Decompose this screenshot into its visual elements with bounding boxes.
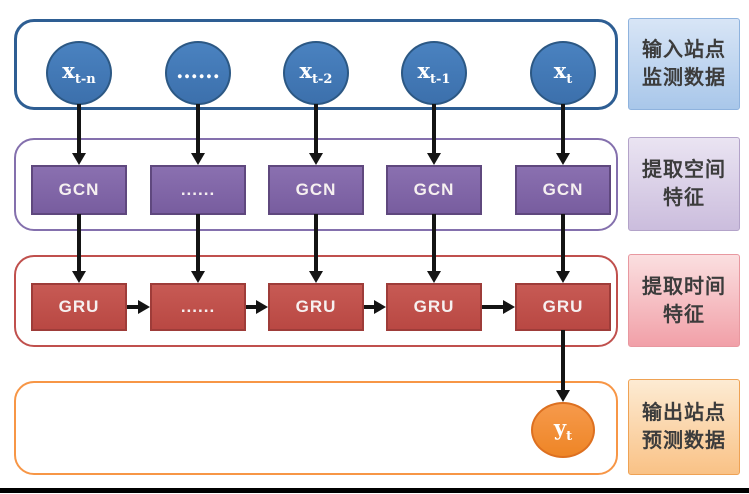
side-label-line: 输出站点	[642, 402, 726, 424]
arrow-gcn-to-gru-icon	[309, 214, 323, 283]
gru-node-4: GRU	[515, 283, 611, 331]
input-node-label: xt-n	[62, 58, 96, 88]
arrow-input-to-gcn-icon	[427, 104, 441, 165]
input-node-label: ......	[176, 58, 220, 84]
arrow-gcn-to-gru-icon	[556, 214, 570, 283]
side-label-temporal: 提取时间 特征	[628, 254, 740, 347]
gru-node-3: GRU	[386, 283, 482, 331]
gcn-node-label: ......	[180, 180, 216, 199]
side-label-line: 监测数据	[642, 67, 726, 89]
gcn-node-1: GCN	[31, 165, 127, 215]
arrow-input-to-gcn-icon	[191, 104, 205, 165]
gcn-node-label: GCN	[413, 180, 455, 199]
input-node-label: xt	[553, 58, 573, 88]
gcn-node-ellipsis: ......	[150, 165, 246, 215]
arrow-input-to-gcn-icon	[309, 104, 323, 165]
side-label-line: 提取时间	[642, 275, 726, 298]
arrow-gru-to-output-icon	[556, 330, 570, 402]
input-node-x-t-1: xt-1	[401, 41, 467, 105]
side-label-line: 特征	[663, 303, 705, 326]
gcn-node-label: GCN	[295, 180, 337, 199]
gru-node-label: GRU	[413, 297, 455, 316]
side-label-line: 特征	[663, 187, 705, 209]
arrow-gcn-to-gru-icon	[427, 214, 441, 283]
arrow-gru-recurrent-icon	[364, 300, 386, 314]
bottom-divider	[0, 488, 749, 493]
gcn-node-4: GCN	[515, 165, 611, 215]
gru-node-label: GRU	[295, 297, 337, 316]
gru-node-label: ......	[180, 297, 216, 316]
arrow-input-to-gcn-icon	[556, 104, 570, 165]
input-node-label: xt-1	[417, 58, 451, 88]
input-node-x-t: xt	[530, 41, 596, 105]
arrow-gru-recurrent-icon	[482, 300, 515, 314]
gcn-node-2: GCN	[268, 165, 364, 215]
gru-node-label: GRU	[542, 297, 584, 316]
gru-node-1: GRU	[31, 283, 127, 331]
output-node-label: yt	[553, 415, 573, 445]
input-node-label: xt-2	[299, 58, 333, 88]
input-node-ellipsis: ......	[165, 41, 231, 105]
side-label-line: 输入站点	[642, 39, 726, 61]
input-node-x-t-2: xt-2	[283, 41, 349, 105]
side-label-output: 输出站点 预测数据	[628, 379, 740, 475]
gru-node-ellipsis: ......	[150, 283, 246, 331]
gru-node-2: GRU	[268, 283, 364, 331]
arrow-gcn-to-gru-icon	[72, 214, 86, 283]
gru-node-label: GRU	[58, 297, 100, 316]
side-label-line: 提取空间	[642, 159, 726, 181]
arrow-input-to-gcn-icon	[72, 104, 86, 165]
side-label-line: 预测数据	[642, 430, 726, 452]
arrow-gcn-to-gru-icon	[191, 214, 205, 283]
output-row-frame	[14, 381, 618, 475]
gcn-node-label: GCN	[58, 180, 100, 199]
side-label-input: 输入站点 监测数据	[628, 18, 740, 110]
gcn-node-3: GCN	[386, 165, 482, 215]
gcn-node-label: GCN	[542, 180, 584, 199]
arrow-gru-recurrent-icon	[246, 300, 268, 314]
input-node-x-t-n: xt-n	[46, 41, 112, 105]
side-label-spatial: 提取空间 特征	[628, 137, 740, 231]
arrow-gru-recurrent-icon	[127, 300, 150, 314]
output-node-y-t: yt	[531, 402, 595, 458]
